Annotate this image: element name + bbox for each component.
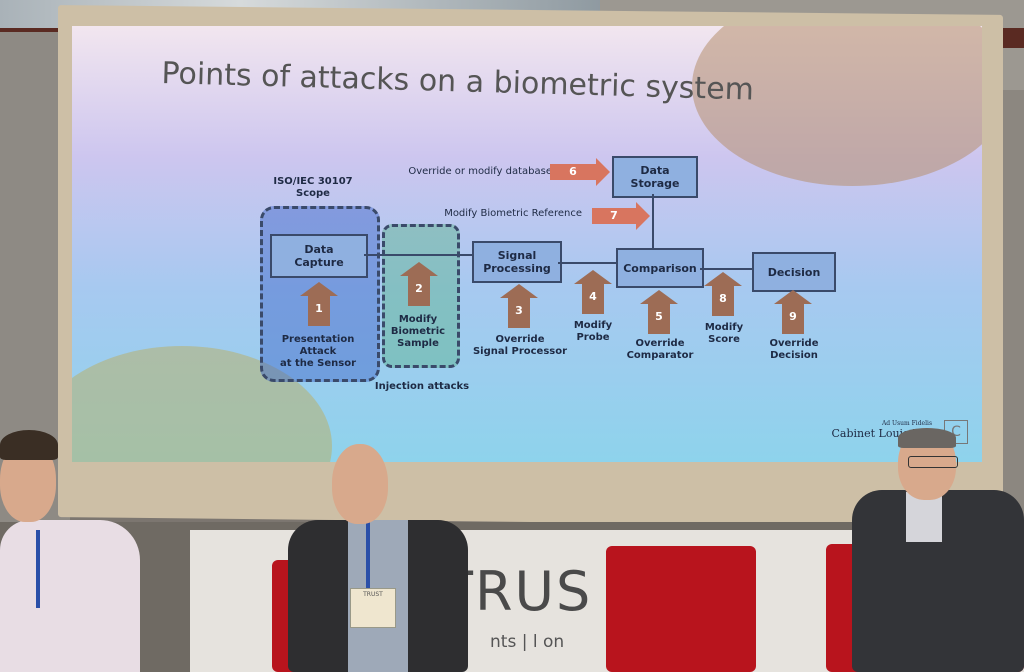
signal-processing-box: Signal Processing [472,241,562,283]
panelist-left-hair [0,430,58,460]
attack-8-arrow: 8 [704,272,742,316]
attack-9-label: Override Decision [769,338,819,361]
comparison-box: Comparison [616,248,704,288]
panelist-center-lanyard [366,520,370,590]
injection-label: Injection attacks [374,381,470,392]
attack-8-label: Modify Score [704,322,744,345]
flow-line-storage [652,194,654,248]
decision-box: Decision [752,252,836,292]
brand-small: Ad Usum Fidelis [881,420,933,427]
panelist-center-head [332,444,388,524]
attack-2-arrow: 2 [400,262,438,306]
data-storage-box: Data Storage [612,156,698,198]
name-badge: TRUST [350,588,396,628]
panelist-right-hair [898,428,956,448]
attack-5-label: Override Comparator [626,338,694,361]
glasses-icon [908,456,958,468]
flow-line-2 [558,262,616,264]
flow-line-3 [700,268,752,270]
panelist-left-lanyard [36,530,40,608]
flow-line-1 [364,254,472,256]
attack-6-arrow: 6 [550,158,610,186]
data-capture-box: Data Capture [270,234,368,278]
attack-2-label: Modify Biometric Sample [390,314,446,349]
attack-6-label: Override or modify database [408,166,552,177]
attack-9-arrow: 9 [774,290,812,334]
scope-label: ISO/IEC 30107 Scope [273,176,353,199]
attack-1-arrow: 1 [300,282,338,326]
attack-5-arrow: 5 [640,290,678,334]
slide-title: Points of attacks on a biometric system [161,56,755,108]
banner-subtext: nts | l on [490,632,565,652]
attack-3-arrow: 3 [500,284,538,328]
panelist-left-shirt [0,520,140,672]
chair-empty [606,546,756,672]
attack-3-label: Override Signal Processor [472,334,568,357]
attack-4-label: Modify Probe [573,320,613,343]
attack-7-arrow: 7 [592,202,650,230]
panelist-right-shirt [906,492,942,542]
projected-slide: Points of attacks on a biometric system … [72,26,982,462]
attack-4-arrow: 4 [574,270,612,314]
attack-1-label: Presentation Attack at the Sensor [279,334,357,369]
attack-7-label: Modify Biometric Reference [444,208,582,219]
